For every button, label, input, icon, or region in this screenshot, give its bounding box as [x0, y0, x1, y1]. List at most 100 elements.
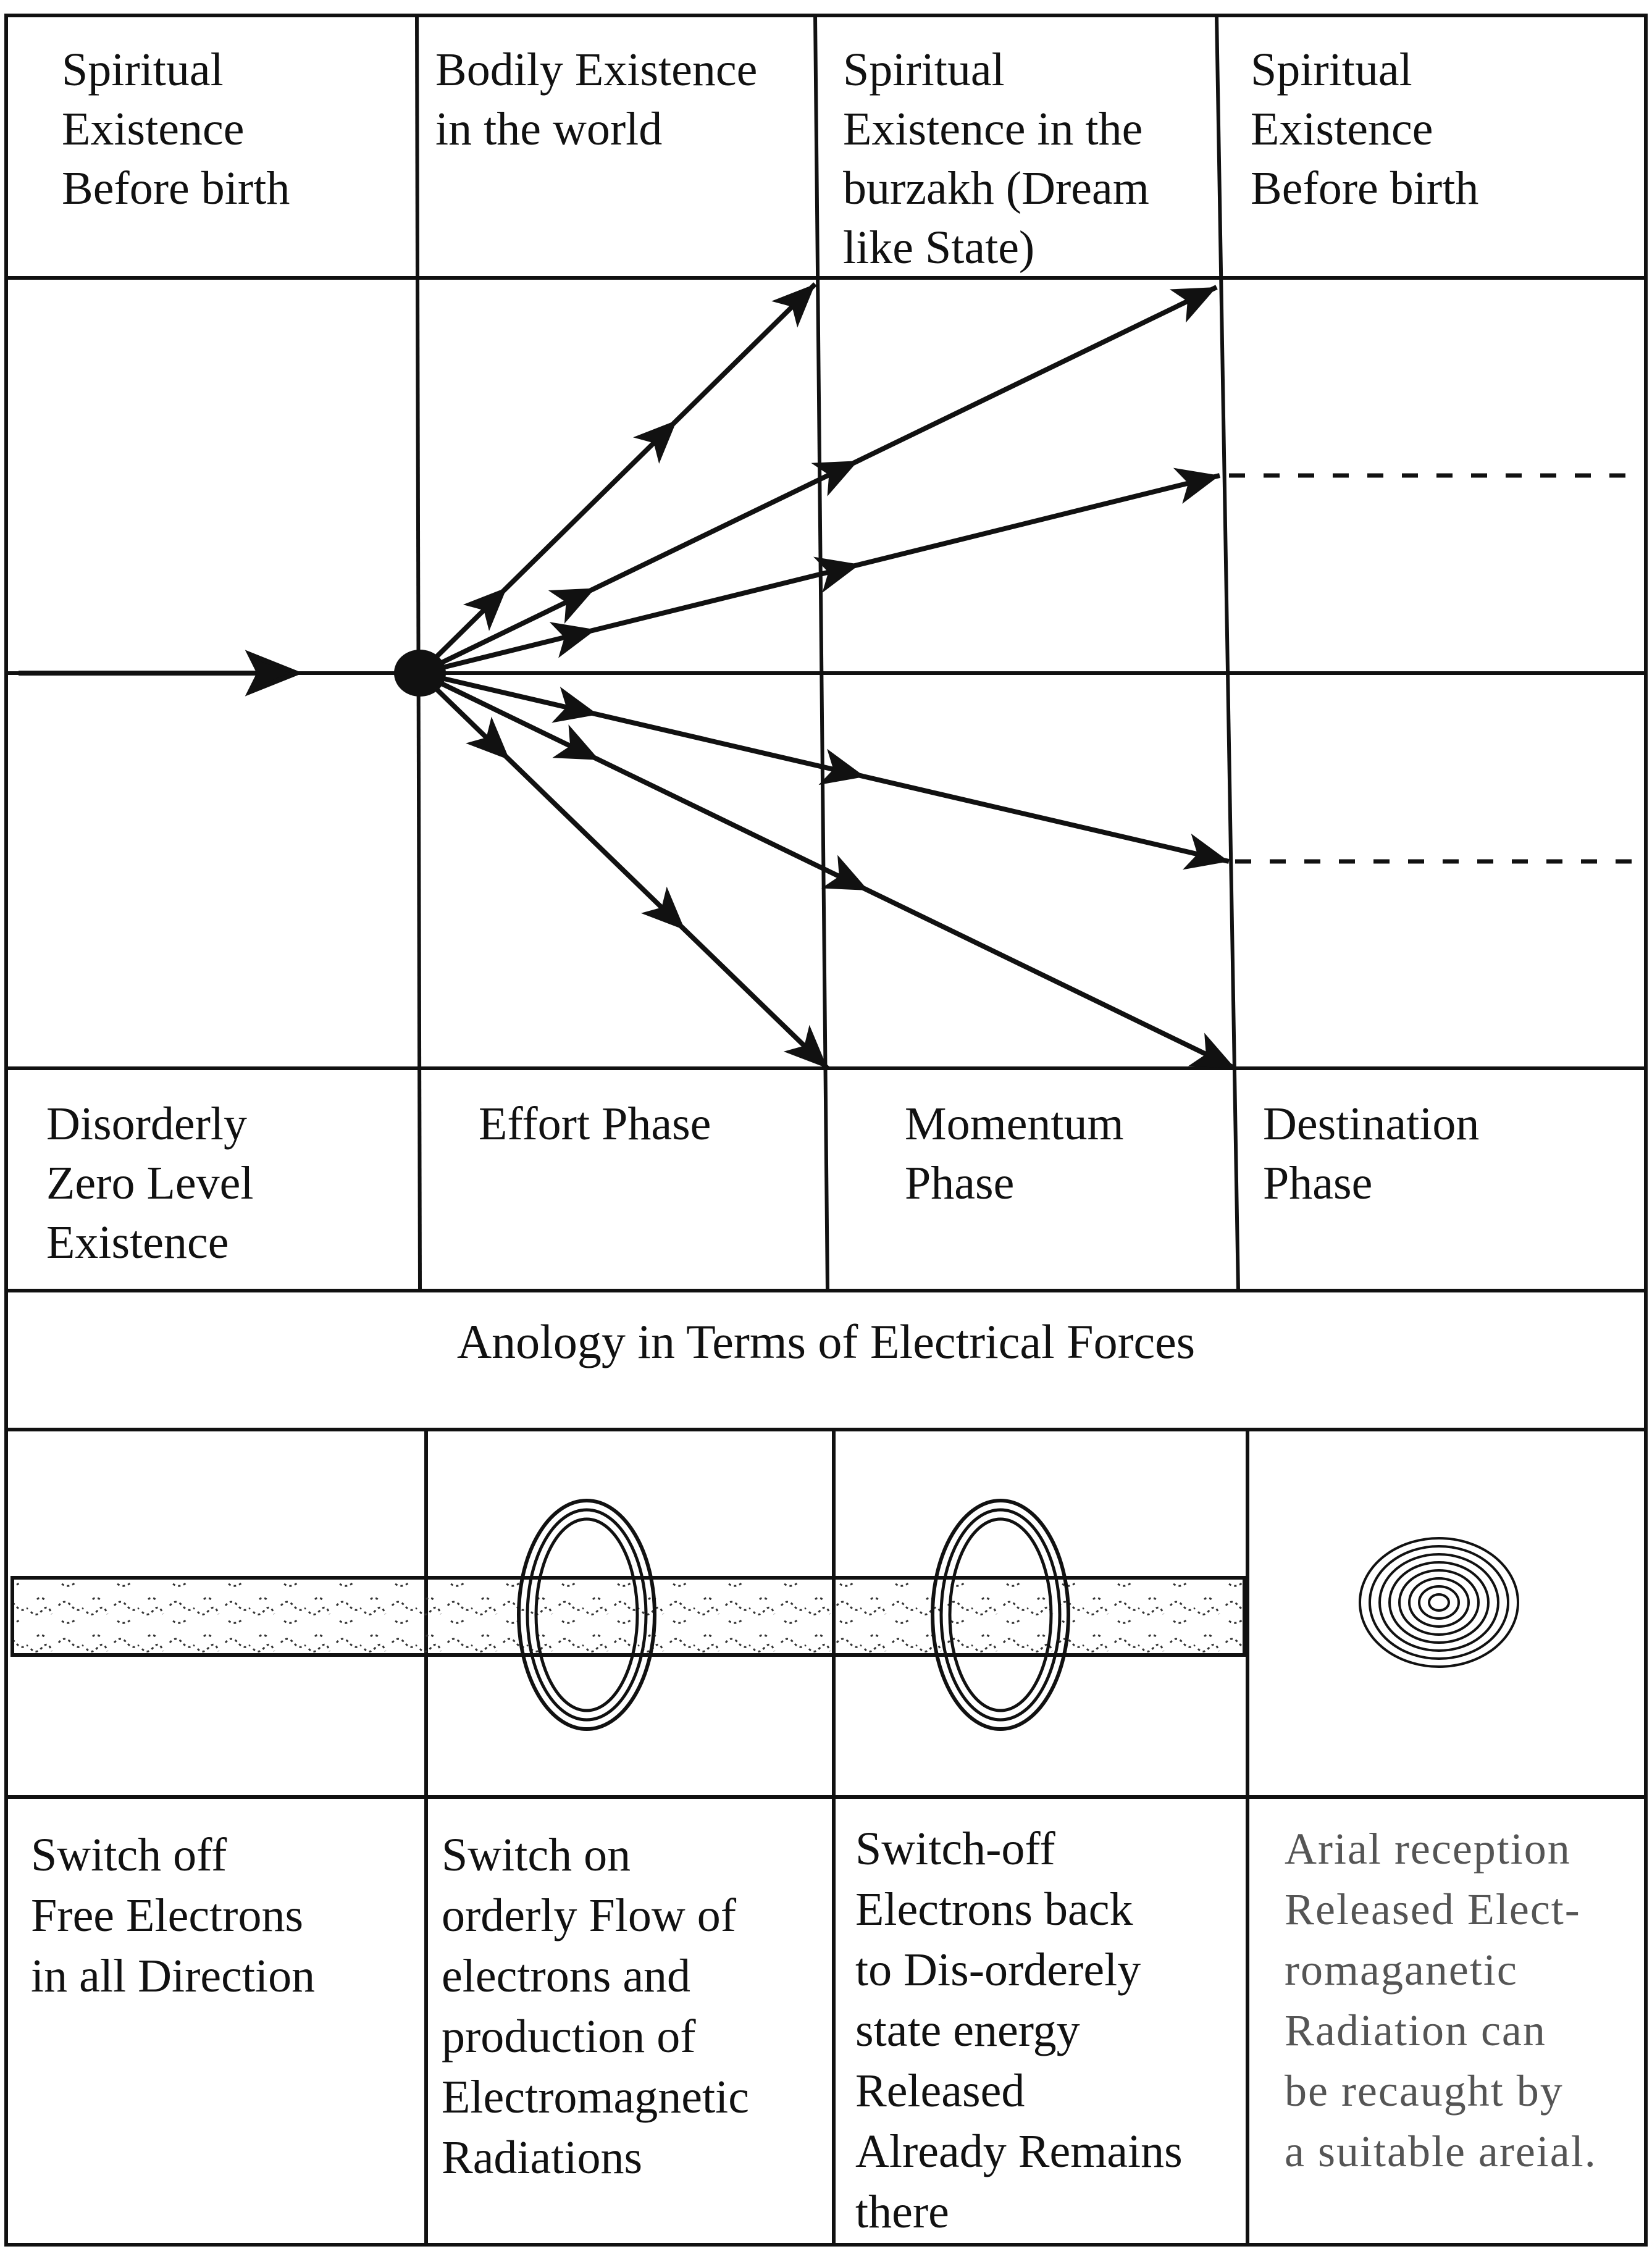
arrowhead — [552, 724, 600, 760]
radiation-rings-icon — [1359, 1537, 1519, 1668]
coil-left-ring-outer — [517, 1499, 656, 1731]
text-line: Already Remains — [855, 2125, 1183, 2177]
col-divider-2-top — [813, 15, 829, 1291]
text-line: Electrons back — [855, 1883, 1133, 1935]
radiation-ring — [1418, 1585, 1460, 1620]
text-line: Momentum — [905, 1098, 1124, 1150]
arrowhead — [466, 716, 510, 760]
text-line: Effort Phase — [479, 1098, 711, 1150]
text-line: Phase — [1263, 1157, 1373, 1209]
coil-right — [931, 1499, 1070, 1731]
arrow-ray-1 — [418, 282, 817, 675]
text-line: Electromagnetic — [442, 2071, 749, 2123]
text-line: in the world — [435, 103, 663, 155]
arrowhead — [549, 622, 596, 658]
text-line: like State) — [843, 222, 1035, 274]
text-line: Spiritual — [843, 44, 1005, 96]
text-line: Existence — [46, 1217, 229, 1268]
coil-left-ring-inner — [534, 1517, 639, 1712]
radiation-ring — [1408, 1577, 1470, 1628]
text-line: in all Direction — [31, 1950, 316, 2002]
text-line: romaganetic — [1285, 1945, 1518, 1995]
coil-right-ring-outer — [931, 1499, 1070, 1731]
arrowhead — [1169, 287, 1217, 323]
text-line: to Dis-orderely — [855, 1944, 1141, 1996]
arrowhead — [813, 556, 860, 593]
text-line: state energy — [855, 2004, 1080, 2056]
arrowhead — [821, 855, 868, 890]
text-line: Existence — [62, 103, 245, 155]
arrowhead — [1188, 1032, 1235, 1068]
text-line: Released Elect- — [1285, 1885, 1581, 1934]
arrowhead — [783, 1024, 828, 1068]
text-line: Bodily Existence — [435, 44, 758, 96]
text-line: Arial reception — [1285, 1824, 1571, 1874]
radiation-ring — [1398, 1569, 1480, 1636]
outer-frame — [4, 14, 1648, 2247]
radiation-ring — [1359, 1537, 1519, 1668]
coil-left — [517, 1499, 656, 1731]
arrowhead — [818, 748, 865, 785]
coil-left-ring-middle — [526, 1508, 648, 1722]
col-divider-3-top — [1215, 15, 1240, 1291]
conductor-wire — [10, 1576, 1246, 1657]
radiation-ring — [1378, 1553, 1499, 1652]
radiation-ring — [1388, 1561, 1490, 1644]
dashed-continuations — [1229, 473, 1646, 864]
arrow-ray-5 — [419, 671, 1236, 1071]
text-line: there — [855, 2186, 949, 2238]
text-line: Switch on — [442, 1829, 631, 1881]
text-line: Zero Level — [46, 1157, 254, 1209]
diagram-grid — [4, 14, 1648, 2247]
analogy-title: Anology in Terms of Electrical Forces — [456, 1315, 1196, 1368]
text-line: be recaught by — [1285, 2066, 1564, 2116]
text-line: burzakh (Dream — [843, 162, 1149, 214]
wire-body — [10, 1576, 1246, 1657]
text-line: Radiation can — [1285, 2006, 1546, 2055]
arrowhead — [1183, 833, 1229, 870]
arrow-set — [19, 282, 1236, 1071]
text-line: orderly Flow of — [442, 1890, 737, 1941]
arrow-entry-head — [245, 650, 303, 697]
text-line: Disorderly — [46, 1098, 248, 1150]
arrow-ray-6 — [418, 671, 829, 1070]
arrowhead — [1173, 467, 1220, 504]
text-line: Before birth — [62, 162, 290, 214]
text-line: Radiations — [442, 2132, 643, 2184]
origin-point — [394, 650, 446, 697]
header-bodily-existence: Bodily Existence in the world — [435, 40, 757, 159]
text-line: Released — [855, 2065, 1025, 2117]
coil-right-ring-middle — [939, 1508, 1062, 1722]
arrowheads — [463, 284, 1235, 1068]
text-line: Before birth — [1251, 162, 1479, 214]
arrowhead — [771, 284, 815, 328]
text-line: Spiritual — [62, 44, 224, 96]
arrowhead — [548, 588, 595, 624]
arrowhead — [811, 461, 858, 496]
coil-right-ring-inner — [948, 1517, 1053, 1712]
text-line: Spiritual — [1251, 44, 1412, 96]
text-line: Destination — [1263, 1098, 1480, 1150]
text-line: production of — [442, 2011, 696, 2063]
arrowhead — [463, 587, 507, 631]
arrowhead — [633, 420, 677, 464]
arrow-ray-2 — [419, 285, 1218, 676]
text-line: Phase — [905, 1157, 1015, 1209]
arrowhead — [640, 886, 685, 930]
radiation-ring — [1369, 1545, 1509, 1660]
text-line: Existence — [1251, 103, 1433, 155]
text-line: Switch off — [31, 1829, 227, 1881]
text-line: Switch-off — [855, 1823, 1055, 1875]
text-line: Existence in the — [843, 103, 1143, 155]
text-line: Free Electrons — [31, 1890, 304, 1941]
